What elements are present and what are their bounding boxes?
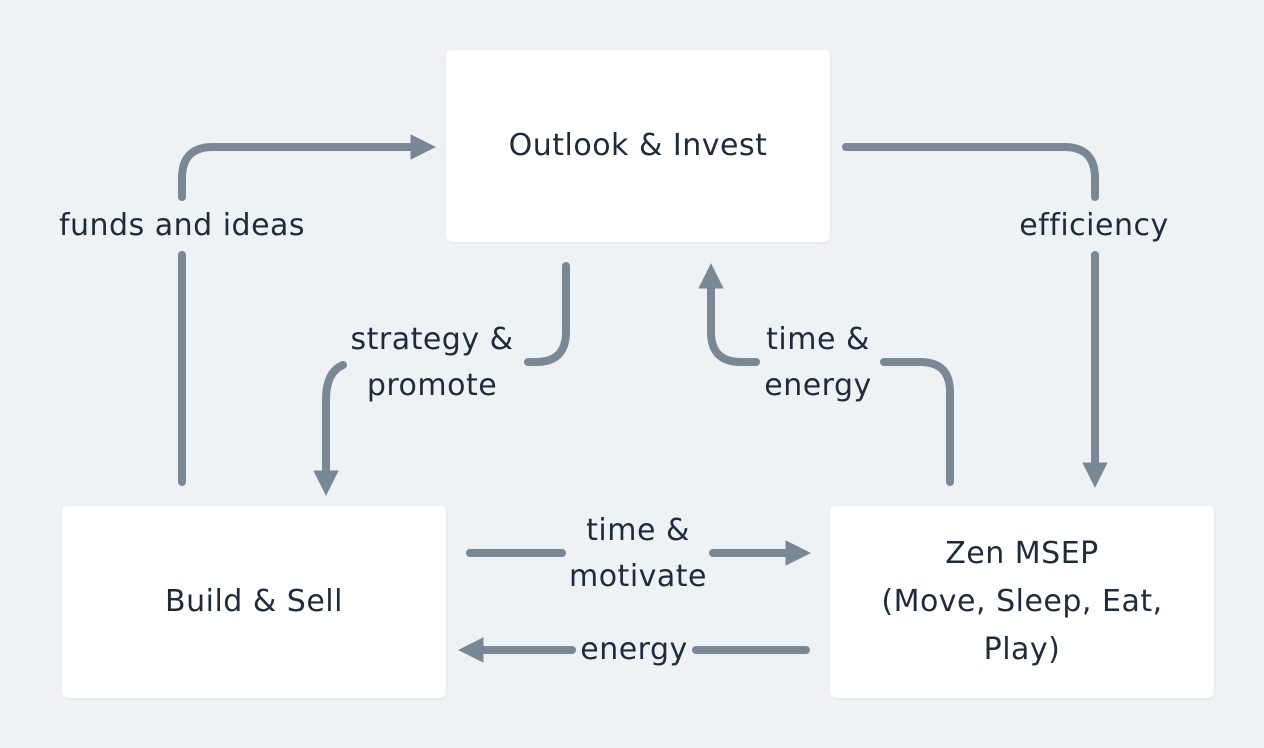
node-build-sell[interactable]: Build & Sell	[62, 506, 446, 698]
arrow-efficiency-upper	[842, 143, 1099, 201]
node-outlook-invest-label: Outlook & Invest	[508, 128, 768, 163]
edge-label-funds-and-ideas: funds and ideas	[59, 203, 305, 249]
edge-label-funds-line-1: funds and ideas	[58, 208, 306, 243]
edge-label-strategy-line-2: promote	[366, 368, 498, 403]
edge-label-strategy-promote: strategy & promote	[350, 317, 513, 409]
arrow-time-energy-right	[880, 358, 954, 486]
arrow-strategy-lower	[313, 361, 347, 496]
arrow-strategy-upper	[524, 262, 570, 366]
edge-label-efficiency: efficiency	[1019, 203, 1168, 249]
edge-label-time-energy: time & energy	[764, 317, 872, 409]
arrow-funds-upper	[178, 134, 436, 201]
edge-label-time-motivate-line-1: time &	[586, 513, 690, 548]
node-zen-msep-line-3: Play)	[983, 632, 1061, 667]
edge-label-strategy-line-1: strategy &	[350, 322, 514, 357]
node-zen-msep-line-1: Zen MSEP	[945, 536, 1099, 571]
edge-label-energy-line-1: energy	[580, 632, 688, 667]
edge-label-time-motivate: time & motivate	[569, 508, 707, 600]
edge-label-energy: energy	[580, 627, 688, 673]
node-zen-msep[interactable]: Zen MSEP (Move, Sleep, Eat, Play)	[830, 506, 1214, 698]
node-build-sell-label: Build & Sell	[165, 584, 343, 619]
edge-label-time-motivate-line-2: motivate	[568, 559, 708, 594]
edge-label-efficiency-line-1: efficiency	[1019, 208, 1169, 243]
edge-label-time-energy-line-2: energy	[764, 368, 872, 403]
node-zen-msep-line-2: (Move, Sleep, Eat,	[881, 584, 1163, 619]
node-outlook-invest[interactable]: Outlook & Invest	[446, 50, 830, 242]
arrow-time-energy-left	[698, 263, 760, 366]
edge-label-time-energy-line-1: time &	[766, 322, 870, 357]
